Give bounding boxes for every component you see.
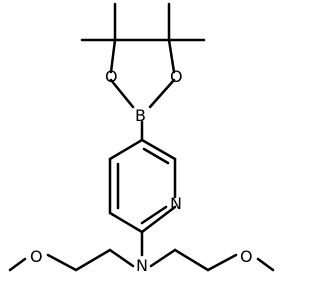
bond-o-ch3-left [8, 257, 27, 272]
oxygen-atom-label: O [105, 67, 118, 86]
double-bond-inner-2 [140, 205, 168, 225]
bond-ring-n1-c2 [140, 205, 177, 234]
methyl-groups [80, 2, 206, 42]
bond-c5-o2 [167, 38, 176, 74]
chemical-structure-diagram: O O B N N O O [8, 2, 275, 275]
bond-o1-b [109, 78, 135, 109]
bond-ch2-ch2-right [173, 248, 210, 272]
oxygen-atom-label: O [170, 67, 183, 86]
bond-ring-c2-c3 [108, 211, 144, 234]
bond-ch2-o-left [46, 253, 78, 272]
pyridine-nitrogen-label: N [170, 194, 182, 213]
pyridine-ring [108, 138, 177, 234]
boron-atom-label: B [135, 106, 146, 125]
amine-nitrogen-label: N [136, 256, 148, 275]
bond-ring-c4-c5 [108, 138, 144, 161]
ether-oxygen-label: O [240, 247, 253, 266]
bond-n-ch2-right [149, 248, 177, 268]
bond-o2-b [148, 78, 176, 109]
bis-methoxyethyl-amine [8, 230, 275, 272]
bond-c4-o1 [109, 38, 117, 74]
double-bond-inner-1 [142, 147, 170, 165]
bond-o-ch3-right [256, 257, 275, 272]
atom-labels: O O B N N O O [30, 67, 253, 275]
ether-oxygen-label: O [30, 247, 43, 266]
bond-n-ch2-left [108, 248, 135, 268]
bond-ch2-ch2-left [74, 248, 112, 272]
bond-ch2-o-right [206, 253, 238, 272]
dioxaborolane-ring [109, 38, 176, 109]
bond-ring-c5-c6 [140, 138, 177, 161]
